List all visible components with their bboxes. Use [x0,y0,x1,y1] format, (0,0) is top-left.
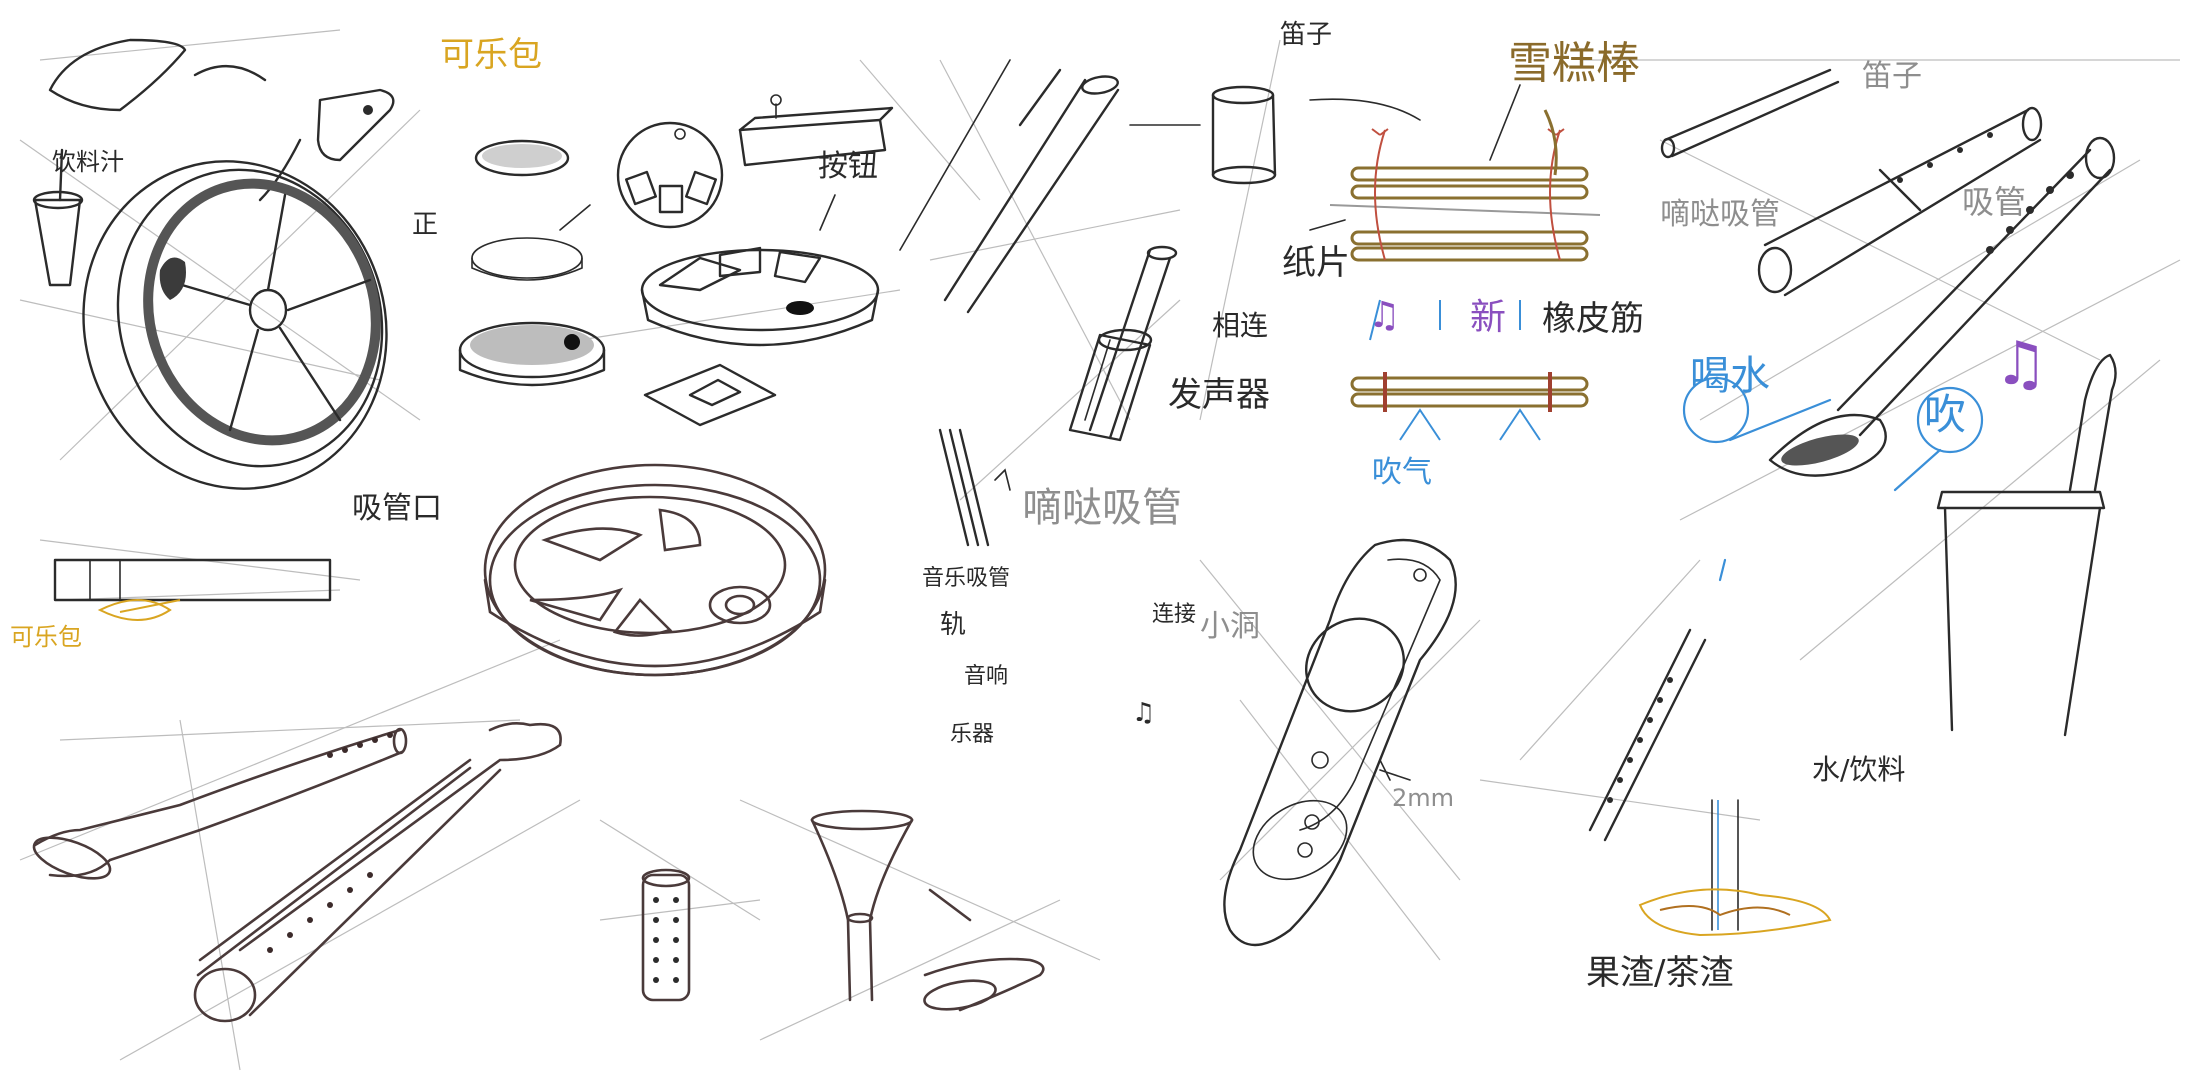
straw-mouth-label: 吸管口 [352,491,442,526]
small-hole-label: 小洞 [1200,609,1260,644]
trumpet-straws-sketch [32,722,1045,1023]
suona-straw-label: 嘀哒吸管 [1022,485,1182,531]
construction-lines [19,29,2181,1071]
clip-handle-sketch [1223,538,1457,947]
thickness-label: 2mm [1392,784,1455,812]
cola-pack-label: 可乐包 [440,35,542,75]
flute-top-label: 笛子 [1280,20,1333,50]
straw-right-label: 吸管 [1962,183,2027,221]
round-lid-sketch [483,463,827,677]
sound-hole-label: 音响 [964,664,1009,689]
rail-label: 轨 [940,610,967,640]
instrument-label: 乐器 [950,722,995,747]
drink-water-label: 喝水 [1690,353,1770,399]
connect-label: 连接 [1152,602,1197,627]
wheel-lid-sketch [32,38,395,621]
music-straw-label: 音乐吸管 [922,566,1011,591]
suona-tube-label: 嘀哒吸管 [1660,197,1780,232]
drink-juice-label: 饮料汁 [52,148,124,176]
cola-pack-bottom-label: 可乐包 [10,623,82,651]
disc-parts-sketch [458,94,894,427]
flute-straw-sketch [1588,68,2117,937]
music-note-icon: ♫ [1132,698,1156,728]
front-label: 正 [412,210,439,240]
new-label: 新 [1470,297,1507,338]
blow-air-label: 吹气 [1372,455,1432,490]
flute-right-label: 笛子 [1862,59,1922,94]
popsicle-harmonica-sketch [1309,84,1601,441]
popsicle-stick-label: 雪糕棒 [1508,38,1640,89]
connected-label: 相连 [1212,309,1269,342]
sound-maker-label: 发声器 [1168,375,1270,415]
rubber-band-label: 橡皮筋 [1542,299,1644,339]
fruit-tea-dregs-label: 果渣/茶渣 [1586,953,1734,993]
music-note-icon: ♫ [1368,295,1401,336]
straw-sound-device-sketch [899,59,1421,547]
water-drink-label: 水/饮料 [1812,753,1906,786]
blow-label: 吹 [1924,390,1967,439]
music-note-icon: ♫ [1994,329,2048,399]
paper-sheet-label: 纸片 [1282,243,1350,283]
button-label: 按钮 [818,149,878,184]
